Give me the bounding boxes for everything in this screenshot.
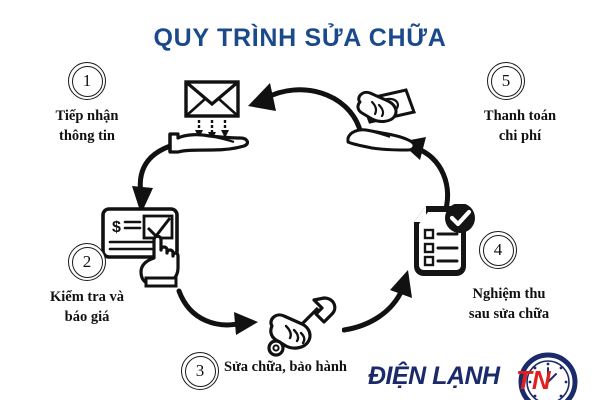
hand-giving-money-icon xyxy=(346,88,416,152)
step-label-1: Tiếp nhận thông tin xyxy=(55,108,119,144)
step-label-3: Sửa chữa, bảo hành xyxy=(224,359,347,375)
clock-icon xyxy=(518,352,578,400)
step-badge-2: 2 xyxy=(68,243,106,281)
step-number-2: 2 xyxy=(82,252,92,271)
step-badge-5: 5 xyxy=(487,62,525,100)
arrow-step3-to-step4 xyxy=(342,270,412,333)
step-number-3: 3 xyxy=(195,361,205,380)
logo[interactable]: ĐIỆN LẠNH TN xyxy=(368,352,600,400)
step-number-4: 4 xyxy=(493,240,503,259)
step-label-4: Nghiệm thu sau sửa chữa xyxy=(468,286,550,322)
logo-brand-text: ĐIỆN LẠNH xyxy=(368,362,500,390)
envelope-to-hand-icon xyxy=(168,80,250,154)
logo-mark-text: TN xyxy=(516,365,551,395)
step-label-2: Kiểm tra và báo giá xyxy=(49,289,125,325)
arrow-step2-to-step3 xyxy=(176,288,258,335)
invoice-checkbox-hand-icon: $ xyxy=(101,207,180,288)
hand-holding-wrench-icon xyxy=(267,296,337,357)
step-number-5: 5 xyxy=(501,71,511,90)
step-badge-1: 1 xyxy=(68,62,106,100)
clipboard-checkmark-icon xyxy=(414,204,475,276)
step-badge-3: 3 xyxy=(181,352,219,390)
svg-text:$: $ xyxy=(112,219,121,236)
step-badge-4: 4 xyxy=(479,231,517,269)
page-title: QUY TRÌNH SỬA CHỮA xyxy=(153,24,447,52)
step-number-1: 1 xyxy=(82,71,92,90)
step-label-5: Thanh toán chi phí xyxy=(483,108,557,144)
